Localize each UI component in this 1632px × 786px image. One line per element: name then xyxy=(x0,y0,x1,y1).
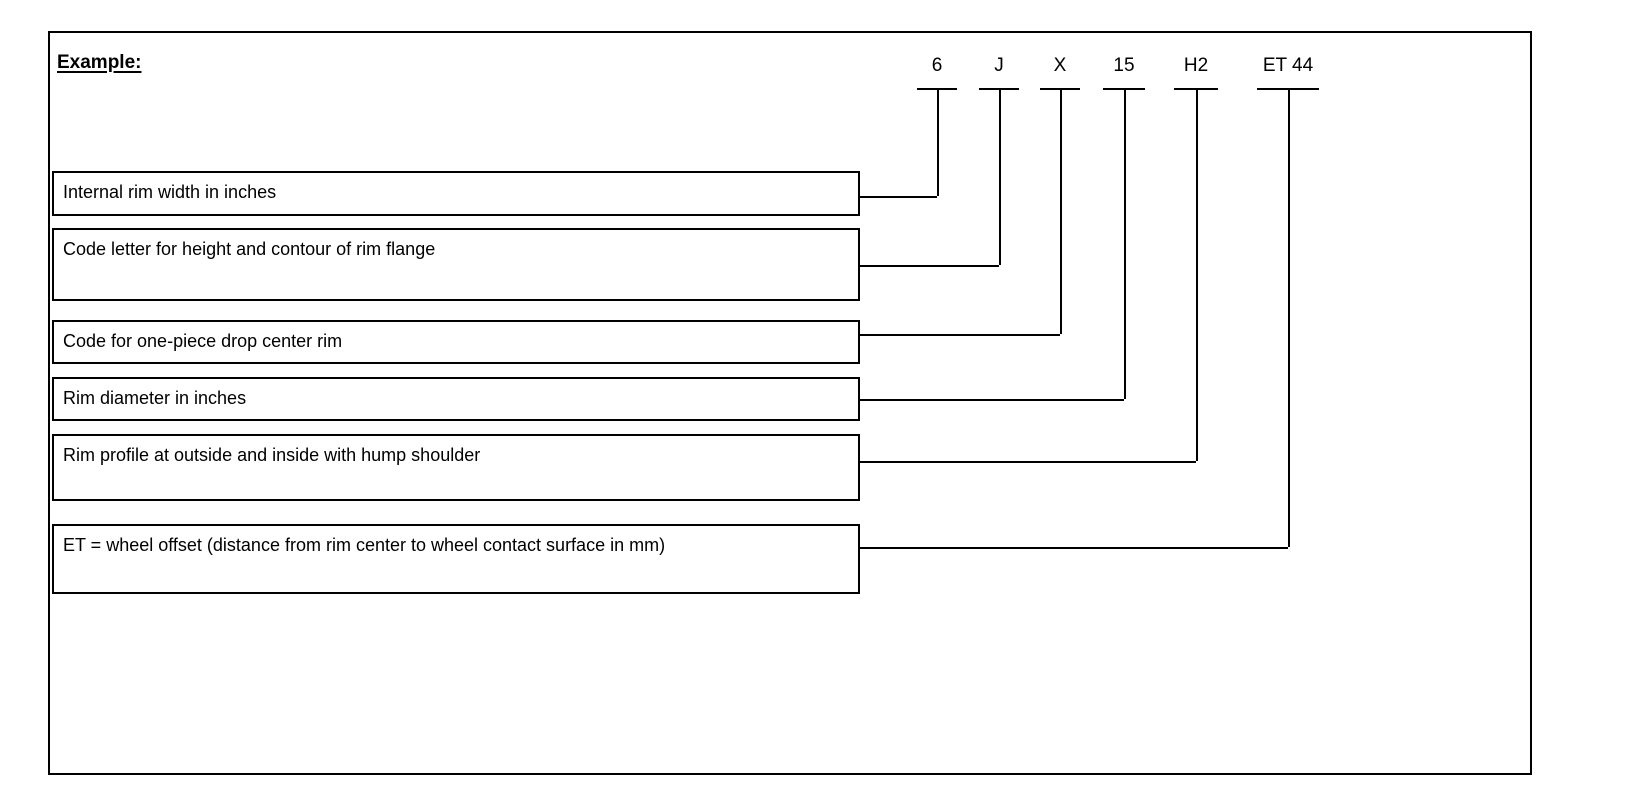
description-text: ET = wheel offset (distance from rim cen… xyxy=(63,535,666,555)
description-box: Code for one-piece drop center rim xyxy=(52,320,860,364)
code-label-j: J xyxy=(994,55,1004,76)
leader-horizontal-6 xyxy=(860,196,937,198)
leader-horizontal-et-44 xyxy=(860,547,1288,549)
leader-vertical-h2 xyxy=(1196,88,1198,461)
description-box: Rim profile at outside and inside with h… xyxy=(52,434,860,501)
leader-vertical-x xyxy=(1060,88,1062,334)
code-label-15: 15 xyxy=(1113,55,1135,76)
code-label-et-44: ET 44 xyxy=(1262,55,1314,76)
code-label-6: 6 xyxy=(931,55,943,76)
description-text: Internal rim width in inches xyxy=(63,182,277,202)
description-box: ET = wheel offset (distance from rim cen… xyxy=(52,524,860,594)
description-box: Code letter for height and contour of ri… xyxy=(52,228,860,301)
leader-vertical-6 xyxy=(937,88,939,196)
leader-vertical-j xyxy=(999,88,1001,265)
code-label-x: X xyxy=(1053,55,1067,76)
leader-horizontal-h2 xyxy=(860,461,1196,463)
leader-vertical-et-44 xyxy=(1288,88,1290,547)
description-text: Code for one-piece drop center rim xyxy=(63,331,343,351)
description-box: Internal rim width in inches xyxy=(52,171,860,216)
leader-vertical-15 xyxy=(1124,88,1126,399)
leader-horizontal-15 xyxy=(860,399,1124,401)
leader-horizontal-j xyxy=(860,265,999,267)
description-text: Code letter for height and contour of ri… xyxy=(63,239,436,259)
description-box: Rim diameter in inches xyxy=(52,377,860,421)
diagram-outer-frame xyxy=(48,31,1532,775)
page-title: Example: xyxy=(57,52,142,73)
leader-horizontal-x xyxy=(860,334,1060,336)
code-label-h2: H2 xyxy=(1183,55,1209,76)
description-text: Rim profile at outside and inside with h… xyxy=(63,445,481,465)
description-text: Rim diameter in inches xyxy=(63,388,247,408)
